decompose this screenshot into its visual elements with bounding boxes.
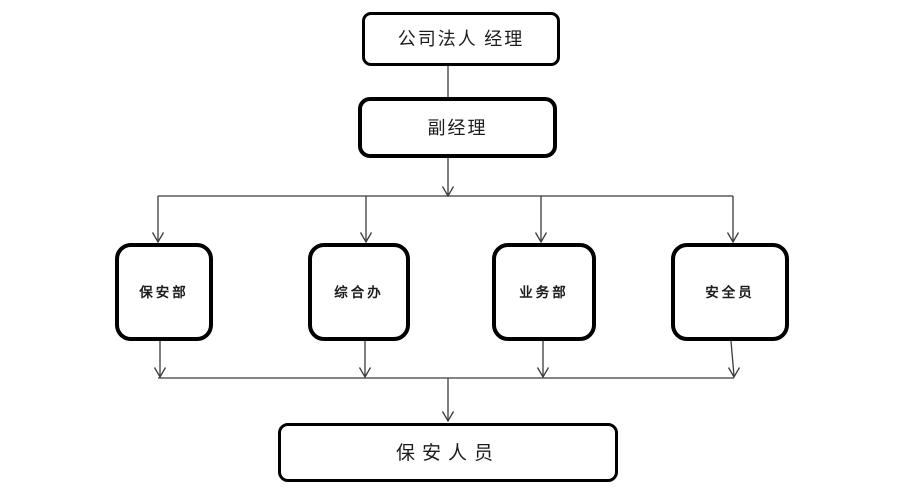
- node-dept-safety-officer-label: 安全员: [705, 285, 755, 300]
- node-staff: 保安人员: [278, 423, 618, 482]
- node-deputy-label: 副经理: [427, 117, 488, 138]
- node-ceo: 公司法人 经理: [362, 12, 560, 66]
- node-dept-business: 业务部: [492, 243, 596, 341]
- connector-hub-staff: [441, 378, 455, 423]
- connector-dept4-rail: [727, 340, 741, 379]
- connector-dept1-rail: [153, 341, 167, 379]
- connector-dept3-rail: [536, 341, 550, 379]
- connector-rail-dept2: [359, 196, 373, 244]
- connector-dept2-rail: [358, 341, 372, 379]
- node-dept-business-label: 业务部: [519, 285, 569, 300]
- node-dept-security: 保安部: [115, 243, 213, 341]
- connector-deputy-hub: [441, 158, 455, 198]
- node-deputy: 副经理: [358, 97, 557, 158]
- connector-rail-dept1: [151, 196, 165, 244]
- node-ceo-label: 公司法人 经理: [397, 29, 525, 49]
- connector-rail-dept4: [726, 196, 740, 244]
- node-dept-safety-officer: 安全员: [671, 243, 789, 341]
- node-dept-general-office-label: 综合办: [334, 285, 384, 300]
- connector-rail-dept3: [534, 196, 548, 244]
- node-staff-label: 保安人员: [395, 443, 500, 464]
- node-dept-general-office: 综合办: [308, 243, 410, 341]
- node-dept-security-label: 保安部: [139, 285, 189, 300]
